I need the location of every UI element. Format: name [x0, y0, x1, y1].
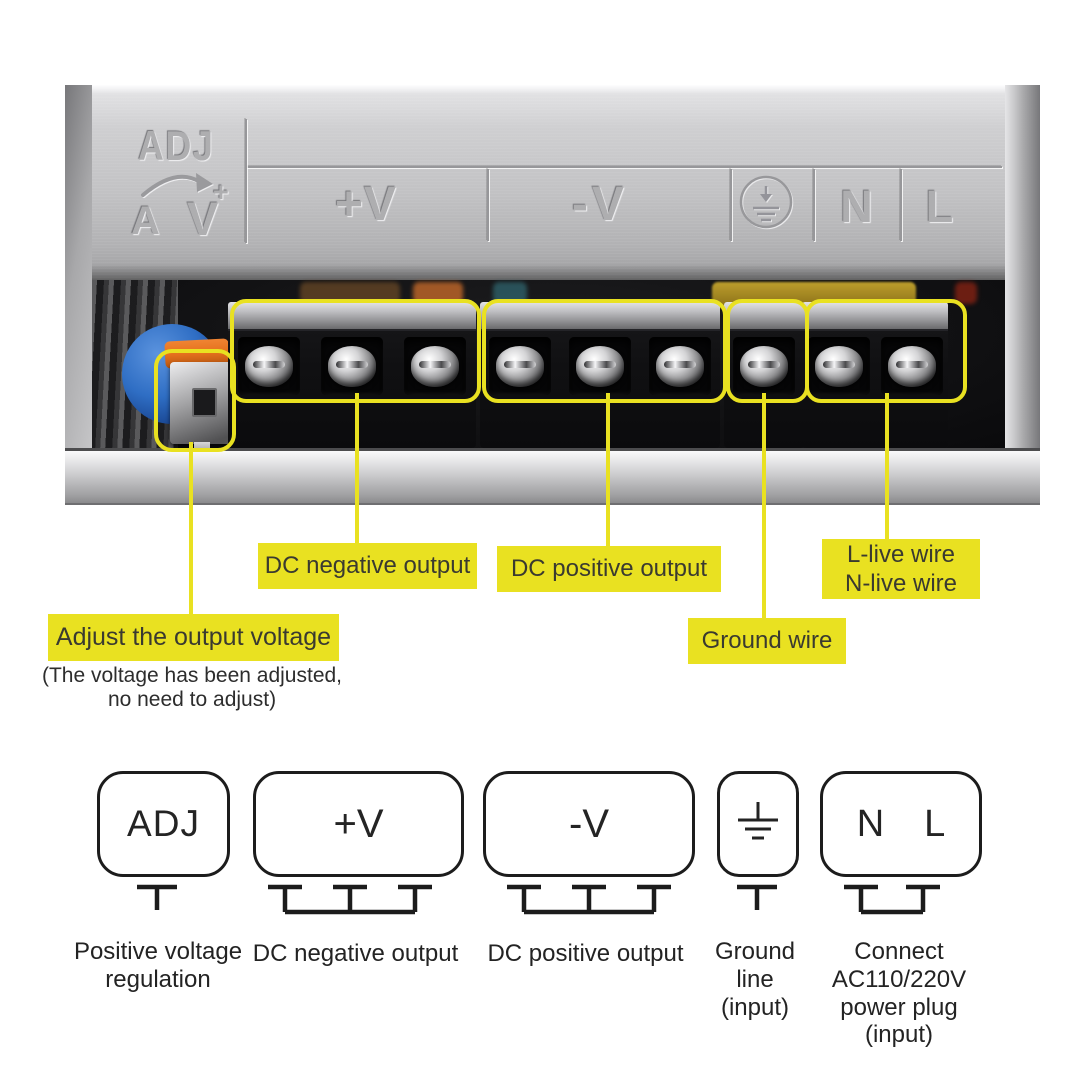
terminal-screw	[245, 345, 294, 387]
embossed-v-label: V	[187, 192, 220, 245]
internal-red-wire	[955, 282, 977, 304]
embossed-n-label: N	[840, 181, 874, 232]
callout-dc-negative: DC negative output	[258, 543, 477, 589]
embossed-adj-label: ADJ	[138, 122, 215, 169]
ground-emblem-icon	[739, 175, 793, 229]
terminal-cell	[489, 337, 551, 395]
transformer-coil	[300, 282, 400, 304]
panel-groove	[246, 166, 1002, 168]
panel-groove	[813, 169, 815, 241]
terminal-block-ground	[724, 302, 804, 448]
panel-groove	[245, 119, 247, 243]
terminal-screw	[887, 345, 936, 387]
caption-ac-power-plug: Connect AC110/220V power plug (input)	[831, 938, 967, 1049]
caption-dc-positive-output: DC positive output	[487, 940, 684, 967]
terminal-block-ac-input	[802, 302, 948, 448]
caption-dc-negative-output: DC negative output	[252, 940, 459, 967]
terminal-screw	[740, 345, 788, 387]
internal-wire	[413, 282, 463, 304]
terminal-screw	[576, 345, 624, 387]
diagram-box-minus-v: -V	[483, 771, 695, 877]
caption-ground-line-input: Ground line (input)	[714, 938, 796, 1021]
callout-line-ground	[762, 393, 766, 618]
callout-live-wires: L-live wire N-live wire	[822, 539, 980, 599]
terminal-block-dc-plus	[228, 302, 476, 448]
internal-pcb	[493, 282, 527, 304]
callout-dc-positive: DC positive output	[497, 546, 721, 592]
adjust-voltage-note: (The voltage has been adjusted, no need …	[41, 664, 343, 712]
callout-line-live-wires	[885, 393, 889, 539]
terminal-cover	[228, 302, 476, 331]
ac-terminals-outline	[805, 299, 967, 403]
panel-groove	[487, 169, 489, 241]
terminal-cell	[569, 337, 631, 395]
panel-groove	[900, 169, 902, 241]
terminal-screw	[496, 345, 544, 387]
embossed-l-label: L	[925, 181, 955, 232]
diagram-box-nl: N L	[820, 771, 982, 877]
diagram-box-adj: ADJ	[97, 771, 230, 877]
terminal-cell	[238, 337, 301, 395]
caption-positive-voltage-regulation: Positive voltage regulation	[73, 938, 243, 993]
dc-plus-terminals-outline	[230, 299, 481, 403]
psu-left-edge	[65, 85, 92, 457]
ground-terminal-outline	[726, 299, 809, 403]
terminal-block-dc-minus	[480, 302, 720, 448]
panel-groove	[730, 169, 732, 241]
callout-line-dc-positive	[606, 393, 610, 546]
embossed-plus-mark: +	[213, 177, 230, 207]
psu-bottom-rail	[65, 448, 1040, 505]
terminal-cell	[733, 337, 795, 395]
callout-adjust-voltage: Adjust the output voltage	[48, 614, 339, 661]
adjust-direction-arrow-icon	[141, 173, 213, 197]
voltage-trim-potentiometer	[170, 362, 236, 456]
terminal-cell	[880, 337, 943, 395]
psu-photo: ADJ A + V +V -V N L	[65, 85, 1040, 505]
terminal-screw	[410, 345, 459, 387]
psu-front-panel: ADJ A + V +V -V N L	[92, 85, 1005, 280]
callout-line-dc-negative	[355, 393, 359, 543]
terminal-screw	[814, 345, 863, 387]
diagram-n-label: N	[856, 802, 885, 845]
terminal-cover	[802, 302, 948, 331]
diagram-box-plus-v: +V	[253, 771, 464, 877]
diagram-l-label: L	[924, 802, 946, 845]
terminal-cell	[320, 337, 383, 395]
psu-right-edge	[1003, 85, 1040, 453]
terminal-cover	[480, 302, 720, 331]
terminal-pins-diagram	[137, 884, 940, 915]
earth-ground-icon	[738, 802, 778, 840]
terminal-cell	[807, 337, 870, 395]
embossed-plus-v-label: +V	[334, 178, 398, 231]
embossed-minus-v-label: -V	[572, 178, 628, 231]
diagram-box-ground	[717, 771, 799, 877]
potentiometer-slot	[192, 388, 217, 417]
dc-minus-terminals-outline	[482, 299, 727, 403]
terminal-cell	[649, 337, 711, 395]
embossed-a-label: A	[131, 199, 161, 243]
terminal-cell	[403, 337, 466, 395]
adjuster-highlight-outline	[154, 349, 236, 452]
terminal-screw	[327, 345, 376, 387]
callout-line-adjust	[189, 442, 193, 614]
terminal-screw	[656, 345, 704, 387]
callout-ground-wire: Ground wire	[688, 618, 846, 664]
